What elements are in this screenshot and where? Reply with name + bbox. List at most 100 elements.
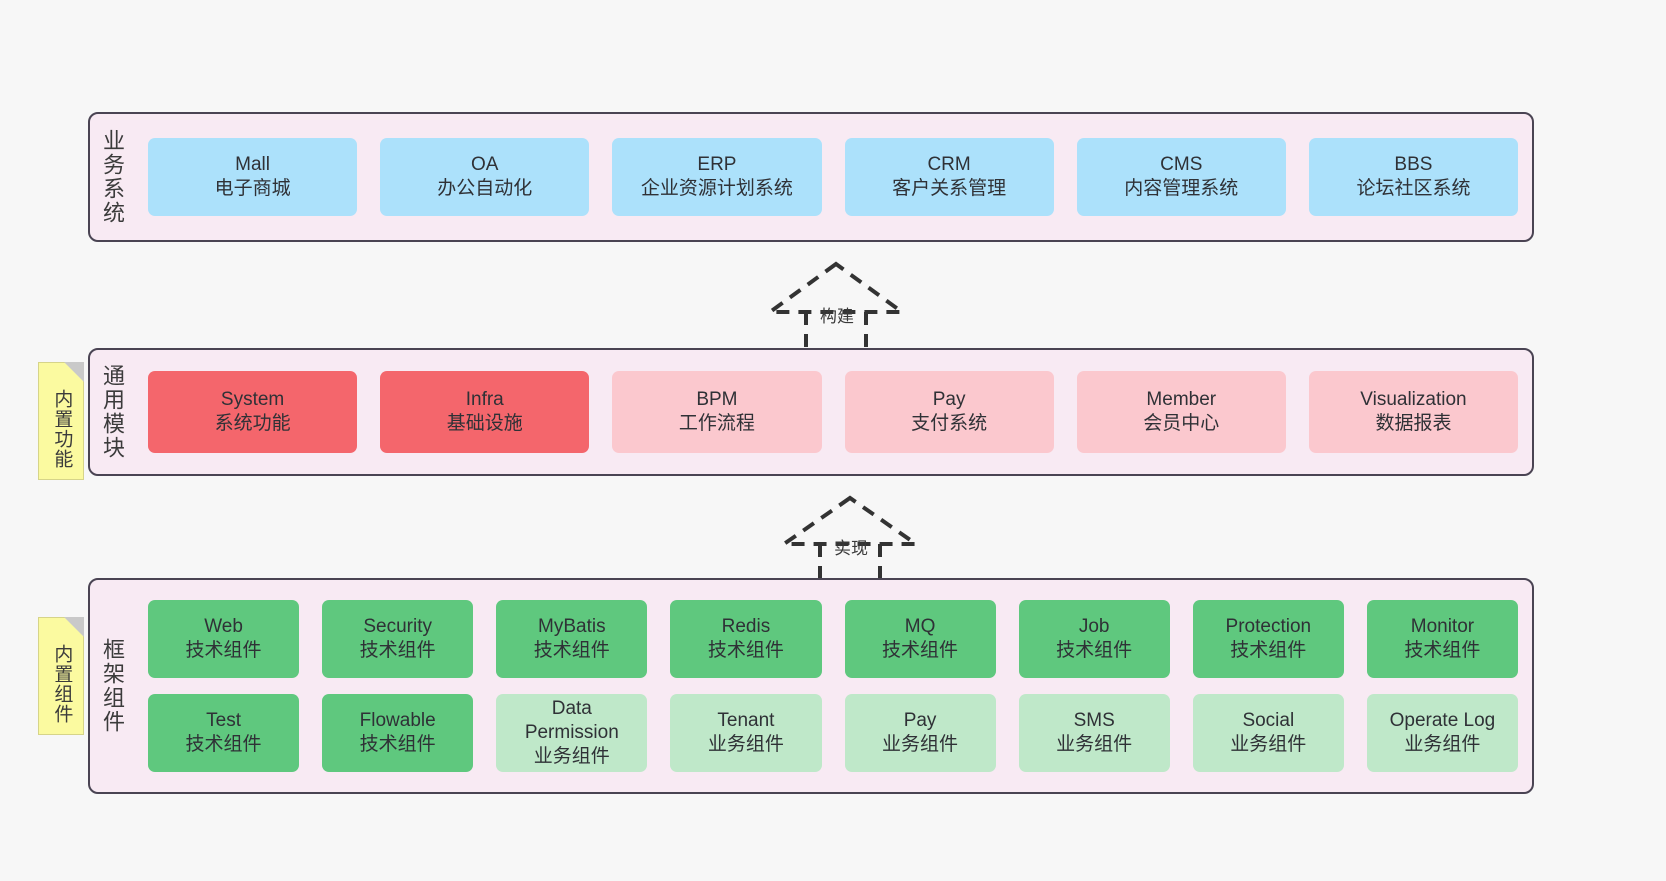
card-visualization[interactable]: Visualization 数据报表 [1308,371,1519,453]
module-card-row: System 系统功能 Infra 基础设施 BPM 工作流程 Pay 支付系统… [148,371,1519,453]
card-title-cn: 技术组件 [707,640,784,661]
card-title-en: Visualization [1360,388,1467,410]
card-title-cn: 业务组件 [1404,734,1481,755]
card-pay-component[interactable]: Pay 业务组件 [844,694,996,772]
card-flowable[interactable]: Flowable 技术组件 [322,694,474,772]
card-title-en: Tenant [717,709,775,731]
connector-implement: 实现 [762,486,942,582]
card-title-cn: 技术组件 [359,640,436,661]
card-title-cn: 系统功能 [214,413,291,434]
card-title-cn: 业务组件 [882,734,959,755]
card-title-en: Redis [721,615,771,637]
card-mall[interactable]: Mall 电子商城 [148,138,358,216]
card-title-cn: 数据报表 [1375,413,1452,434]
card-title-cn: 电子商城 [214,178,291,199]
card-title-cn: 技术组件 [1230,640,1307,661]
card-title-en: ERP [697,153,737,175]
card-title-en: Mall [235,153,270,175]
card-title-en: OA [471,153,499,175]
card-infra[interactable]: Infra 基础设施 [380,371,590,453]
card-operate-log[interactable]: Operate Log 业务组件 [1366,694,1518,772]
card-monitor[interactable]: Monitor 技术组件 [1366,600,1518,678]
card-title-cn: 业务组件 [1230,734,1307,755]
card-title-en: CMS [1160,153,1203,175]
note-builtin-function: 内置功能 [38,362,84,480]
card-title-cn: 业务组件 [1056,734,1133,755]
card-protection[interactable]: Protection 技术组件 [1192,600,1344,678]
card-title-en: Job [1078,615,1110,637]
connector-build: 构建 [748,250,928,350]
card-redis[interactable]: Redis 技术组件 [670,600,822,678]
card-web[interactable]: Web 技术组件 [148,600,300,678]
card-member[interactable]: Member 会员中心 [1076,371,1286,453]
card-mybatis[interactable]: MyBatis 技术组件 [496,600,648,678]
card-bbs[interactable]: BBS 论坛社区系统 [1308,138,1519,216]
card-title-cn: 内容管理系统 [1124,178,1239,199]
card-title-en: Member [1146,388,1217,410]
card-mq[interactable]: MQ 技术组件 [844,600,996,678]
framework-tech-row: Web 技术组件 Security 技术组件 MyBatis 技术组件 Redi… [148,600,1518,678]
card-title-cn: 技术组件 [359,734,436,755]
card-title-cn: 技术组件 [882,640,959,661]
card-pay-module[interactable]: Pay 支付系统 [844,371,1054,453]
card-title-en: MQ [904,615,936,637]
card-title-cn: 技术组件 [1404,640,1481,661]
card-title-en: Operate Log [1389,709,1496,731]
card-tenant[interactable]: Tenant 业务组件 [670,694,822,772]
card-system[interactable]: System 系统功能 [148,371,358,453]
layer-common-modules: 通用模块 System 系统功能 Infra 基础设施 BPM 工作流程 Pay [88,348,1534,476]
card-title-en: Flowable [359,709,436,731]
card-title-cn: 业务组件 [707,734,784,755]
card-title-cn: 办公自动化 [437,178,533,199]
layer-title-framework: 框架组件 [99,638,125,734]
layer-body-modules: System 系统功能 Infra 基础设施 BPM 工作流程 Pay 支付系统… [134,350,1532,474]
card-title-en: CRM [927,153,971,175]
connector-build-label: 构建 [820,307,854,326]
card-title-cn: 基础设施 [446,413,523,434]
card-title-cn: 工作流程 [678,413,755,434]
card-title-cn: 技术组件 [185,734,262,755]
card-title-en: BPM [696,388,738,410]
connector-implement-icon [777,495,923,581]
card-title-en: System [220,388,285,410]
card-erp[interactable]: ERP 企业资源计划系统 [612,138,822,216]
connector-implement-label: 实现 [834,539,868,558]
card-social[interactable]: Social 业务组件 [1192,694,1344,772]
card-cms[interactable]: CMS 内容管理系统 [1076,138,1286,216]
layer-body-framework: Web 技术组件 Security 技术组件 MyBatis 技术组件 Redi… [134,580,1532,792]
connector-build-icon [763,261,909,349]
card-title-cn: 论坛社区系统 [1356,178,1471,199]
card-title-en: Pay [903,709,937,731]
card-title-en: Social [1242,709,1295,731]
card-sms[interactable]: SMS 业务组件 [1018,694,1170,772]
card-crm[interactable]: CRM 客户关系管理 [844,138,1054,216]
card-test[interactable]: Test 技术组件 [148,694,300,772]
card-title-cn: 企业资源计划系统 [640,178,793,199]
card-title-en: BBS [1394,153,1433,175]
card-title-en: SMS [1073,709,1115,731]
card-title-cn: 业务组件 [533,746,610,768]
card-title-en: Pay [932,388,966,410]
card-title-en: Infra [465,388,504,410]
card-title-cn: 支付系统 [911,413,988,434]
layer-body-business: Mall 电子商城 OA 办公自动化 ERP 企业资源计划系统 CRM 客户关系… [134,114,1532,240]
layer-title-business: 业务系统 [99,129,125,225]
card-security[interactable]: Security 技术组件 [322,600,474,678]
card-title-cn: 技术组件 [1056,640,1133,661]
framework-mixed-row: Test 技术组件 Flowable 技术组件 Data Permission … [148,694,1518,772]
card-title-en: MyBatis [538,615,606,637]
card-oa[interactable]: OA 办公自动化 [380,138,590,216]
card-data-permission[interactable]: Data Permission 业务组件 [496,694,648,772]
card-bpm[interactable]: BPM 工作流程 [612,371,822,453]
layer-title-modules: 通用模块 [99,364,125,460]
layer-business-system: 业务系统 Mall 电子商城 OA 办公自动化 ERP 企业资源计划系统 CRM [88,112,1534,242]
card-job[interactable]: Job 技术组件 [1018,600,1170,678]
card-title-en: Protection [1225,615,1312,637]
layer-framework-components: 框架组件 Web 技术组件 Security 技术组件 MyBatis 技术组件… [88,578,1534,794]
card-title-en: Web [204,615,243,637]
card-title-cn: 技术组件 [185,640,262,661]
card-title-en: Security [363,615,432,637]
card-title-cn: 会员中心 [1143,413,1220,434]
business-card-row: Mall 电子商城 OA 办公自动化 ERP 企业资源计划系统 CRM 客户关系… [148,138,1519,216]
